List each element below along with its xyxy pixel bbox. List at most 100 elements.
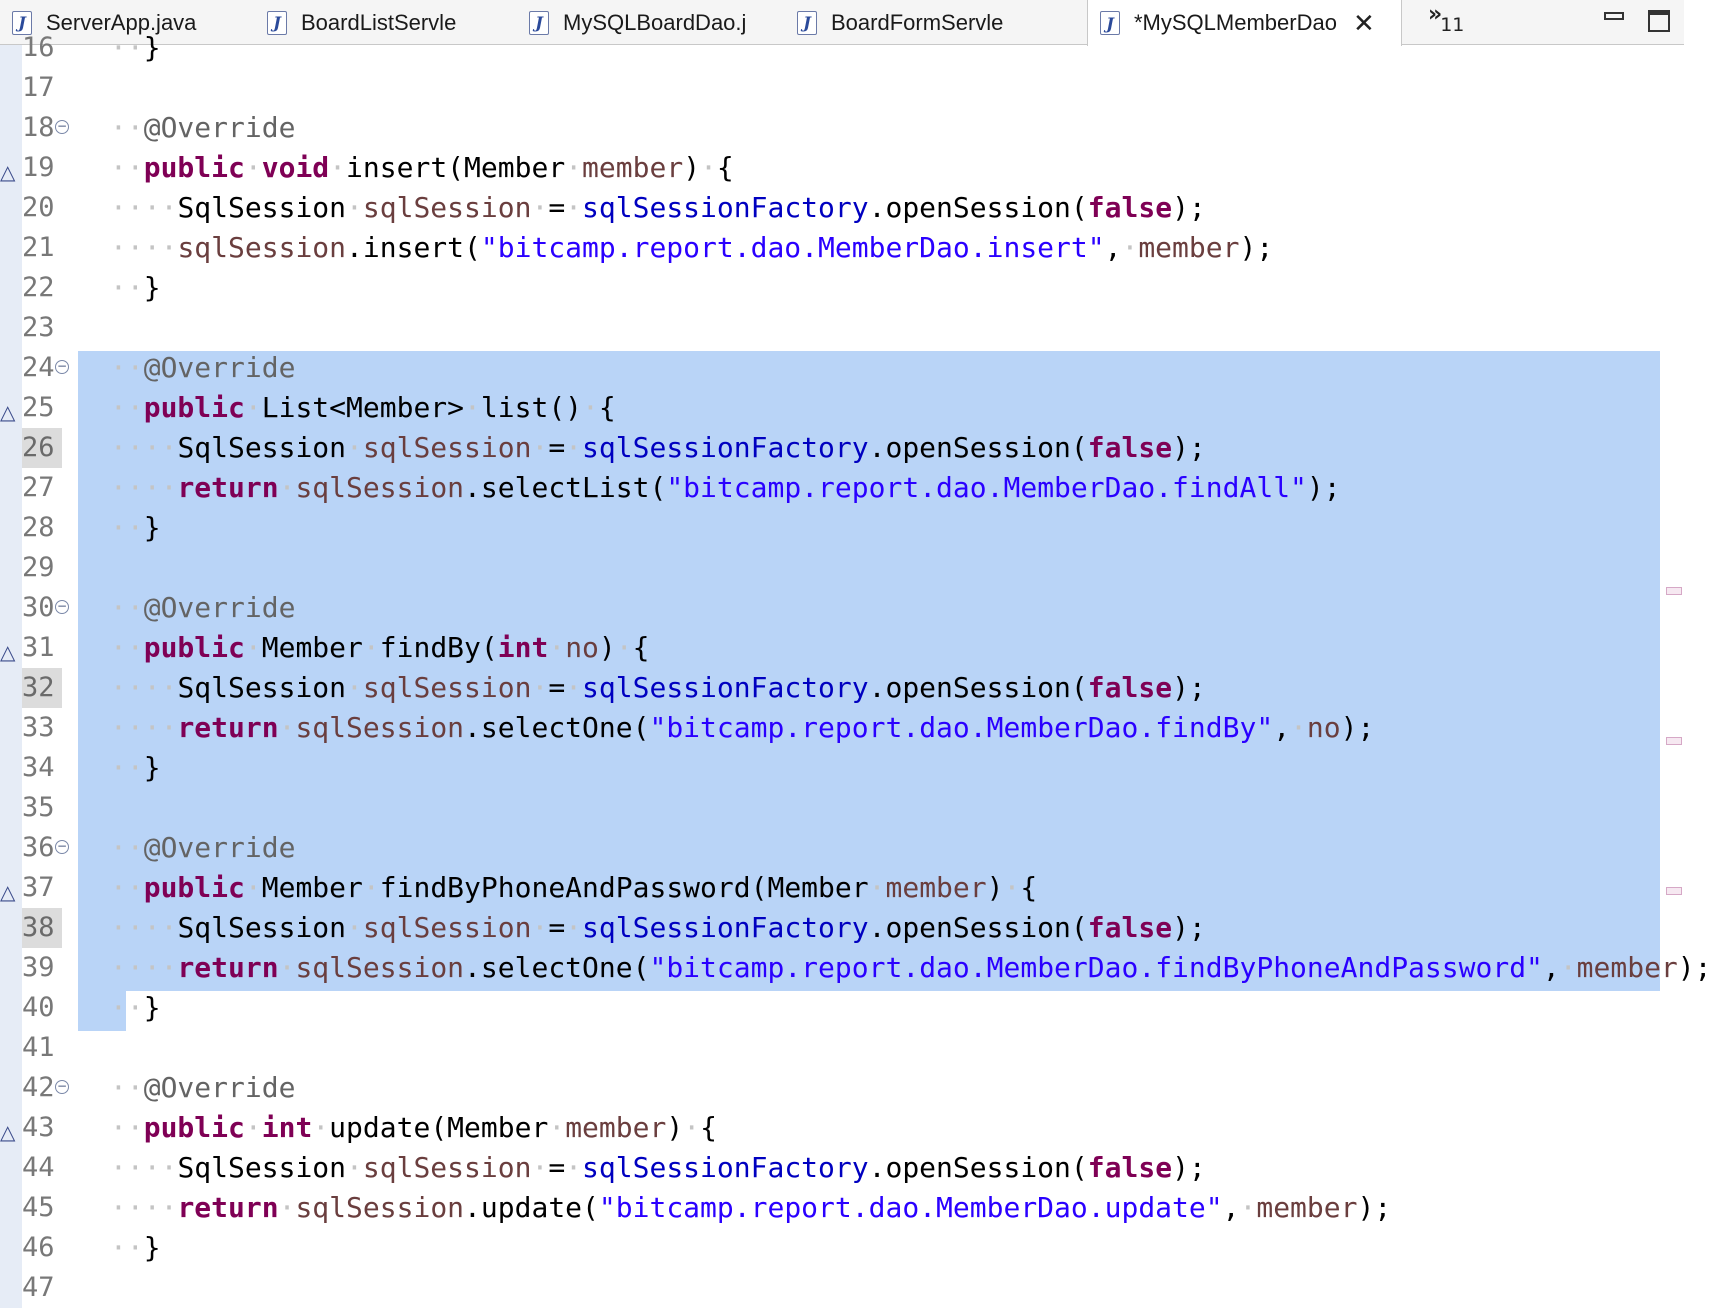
code-line[interactable]: 47 bbox=[0, 1268, 1684, 1308]
minimize-button[interactable] bbox=[1604, 12, 1624, 20]
code-line[interactable]: 26 ····SqlSession·sqlSession·=·sqlSession… bbox=[0, 428, 1684, 468]
override-triangle-icon: △ bbox=[0, 160, 16, 184]
code-line[interactable]: 44 ····SqlSession·sqlSession·=·sqlSession… bbox=[0, 1148, 1684, 1188]
line-number: 29 bbox=[22, 552, 55, 583]
code-text: ····sqlSession.insert("bitcamp.report.da… bbox=[110, 231, 1274, 264]
code-line[interactable]: 34··} bbox=[0, 748, 1684, 788]
line-number: 26 bbox=[22, 428, 62, 468]
line-number: 38 bbox=[22, 908, 62, 948]
line-number: 24 bbox=[22, 352, 55, 383]
tab-boardformservlet[interactable]: J BoardFormServle bbox=[785, 0, 1087, 45]
code-line[interactable]: 36−··@Override bbox=[0, 828, 1684, 868]
code-text: ····SqlSession·sqlSession·=·sqlSessionFa… bbox=[110, 1151, 1206, 1184]
code-text: ··public·Member·findBy(int·no)·{ bbox=[110, 631, 650, 664]
overview-ruler-mark[interactable] bbox=[1666, 737, 1682, 745]
code-line[interactable]: 28 ··} bbox=[0, 508, 1684, 548]
fold-minus-icon[interactable]: − bbox=[55, 1079, 69, 1094]
code-line[interactable]: 22 ··} bbox=[0, 268, 1684, 308]
code-line[interactable]: 45····return·sqlSession.update("bitcamp.… bbox=[0, 1188, 1684, 1228]
code-line[interactable]: 27····return·sqlSession.selectList("bitc… bbox=[0, 468, 1684, 508]
code-text: ··} bbox=[110, 1231, 161, 1264]
line-number: 47 bbox=[22, 1272, 55, 1303]
code-text: ··} bbox=[110, 511, 161, 544]
code-line[interactable]: 33····return·sqlSession.selectOne("bitca… bbox=[0, 708, 1684, 748]
line-number: 32 bbox=[22, 668, 62, 708]
code-line[interactable]: 35 bbox=[0, 788, 1684, 828]
overview-ruler-mark[interactable] bbox=[1666, 887, 1682, 895]
java-file-icon: J bbox=[529, 10, 549, 35]
fold-minus-icon[interactable]: − bbox=[55, 839, 69, 854]
code-line[interactable]: 37△··public·Member·findByPhoneAndPasswor… bbox=[0, 868, 1684, 908]
tab-mysqlmemberdao[interactable]: J *MySQLMemberDao ✕ bbox=[1087, 0, 1402, 46]
java-file-icon: J bbox=[267, 10, 287, 35]
fold-minus-icon[interactable]: − bbox=[55, 119, 69, 134]
code-text: ··public·Member·findByPhoneAndPassword(M… bbox=[110, 871, 1038, 904]
line-number: 22 bbox=[22, 272, 55, 303]
code-line[interactable]: 32 ····SqlSession·sqlSession·=·sqlSession… bbox=[0, 668, 1684, 708]
line-number: 43 bbox=[22, 1112, 55, 1143]
code-text: ··@Override bbox=[110, 591, 296, 624]
tab-mysqlboarddao[interactable]: J MySQLBoardDao.j bbox=[517, 0, 785, 45]
code-line[interactable]: 24− ··@Override bbox=[0, 348, 1684, 388]
line-number: 21 bbox=[22, 232, 55, 263]
code-line[interactable]: 46··} bbox=[0, 1228, 1684, 1268]
code-text: ····SqlSession·sqlSession·=·sqlSessionFa… bbox=[110, 431, 1206, 464]
tab-serverapp[interactable]: J ServerApp.java bbox=[0, 0, 255, 45]
code-text: ··@Override bbox=[110, 351, 296, 384]
tab-boardlistservlet[interactable]: J BoardListServle bbox=[255, 0, 517, 45]
code-line[interactable]: 21 ····sqlSession.insert("bitcamp.report.… bbox=[0, 228, 1684, 268]
line-number: 40 bbox=[22, 992, 55, 1023]
code-line[interactable]: 39····return·sqlSession.selectOne("bitca… bbox=[0, 948, 1712, 988]
code-line[interactable]: 25△··public·List<Member>·list()·{ bbox=[0, 388, 1684, 428]
line-number: 44 bbox=[22, 1152, 55, 1183]
code-line[interactable]: 20····SqlSession·sqlSession·=·sqlSession… bbox=[0, 188, 1684, 228]
code-line[interactable]: 18−··@Override bbox=[0, 108, 1684, 148]
code-text: ··public·int·update(Member·member)·{ bbox=[110, 1111, 717, 1144]
code-line[interactable]: 30−··@Override bbox=[0, 588, 1684, 628]
close-icon[interactable]: ✕ bbox=[1352, 8, 1375, 38]
fold-minus-icon[interactable]: − bbox=[55, 359, 69, 374]
code-line[interactable]: 43△ ··public·int·update(Member·member)·{ bbox=[0, 1108, 1684, 1148]
code-text: ····return·sqlSession.selectOne("bitcamp… bbox=[110, 951, 1712, 984]
tab-label: ServerApp.java bbox=[46, 9, 197, 35]
line-number: 42 bbox=[22, 1072, 55, 1103]
overview-ruler-mark[interactable] bbox=[1666, 587, 1682, 595]
code-line[interactable]: 40 ··} bbox=[0, 988, 1684, 1028]
code-text: ····SqlSession·sqlSession·=·sqlSessionFa… bbox=[110, 671, 1206, 704]
line-number: 28 bbox=[22, 512, 55, 543]
code-text: ··} bbox=[110, 271, 161, 304]
line-number: 41 bbox=[22, 1032, 55, 1063]
override-triangle-icon: △ bbox=[0, 640, 16, 664]
override-triangle-icon: △ bbox=[0, 400, 16, 424]
tab-label: BoardListServle bbox=[301, 9, 457, 35]
fold-minus-icon[interactable]: − bbox=[55, 599, 69, 614]
code-text: ··} bbox=[110, 991, 161, 1024]
code-line[interactable]: 16··} bbox=[0, 28, 1684, 68]
code-text: ··@Override bbox=[110, 831, 296, 864]
code-line[interactable]: 17 bbox=[0, 68, 1684, 108]
java-file-icon: J bbox=[797, 10, 817, 35]
tab-label: *MySQLMemberDao bbox=[1134, 10, 1337, 35]
code-line[interactable]: 23 bbox=[0, 308, 1684, 348]
java-file-icon: J bbox=[1100, 11, 1120, 35]
code-line[interactable]: 31△··public·Member·findBy(int·no)·{ bbox=[0, 628, 1684, 668]
java-file-icon: J bbox=[12, 10, 32, 35]
override-triangle-icon: △ bbox=[0, 1120, 16, 1144]
editor-tab-bar: J ServerApp.java J BoardListServle J MyS… bbox=[0, 0, 1684, 46]
code-line[interactable]: 29 bbox=[0, 548, 1684, 588]
code-line[interactable]: 38····SqlSession·sqlSession·=·sqlSession… bbox=[0, 908, 1684, 948]
tab-overflow-button[interactable]: »11 bbox=[1428, 2, 1466, 36]
line-number: 20 bbox=[22, 192, 55, 223]
code-line[interactable]: 19△··public·void·insert(Member·member)·{ bbox=[0, 148, 1684, 188]
code-line[interactable]: 42−··@Override bbox=[0, 1068, 1684, 1108]
line-number: 17 bbox=[22, 72, 55, 103]
code-text: ··public·List<Member>·list()·{ bbox=[110, 391, 616, 424]
maximize-button[interactable] bbox=[1648, 10, 1670, 32]
code-line[interactable]: 41 bbox=[0, 1028, 1684, 1068]
line-number: 45 bbox=[22, 1192, 55, 1223]
line-number: 35 bbox=[22, 792, 55, 823]
code-text: ··} bbox=[110, 31, 161, 64]
line-number: 19 bbox=[22, 152, 55, 183]
